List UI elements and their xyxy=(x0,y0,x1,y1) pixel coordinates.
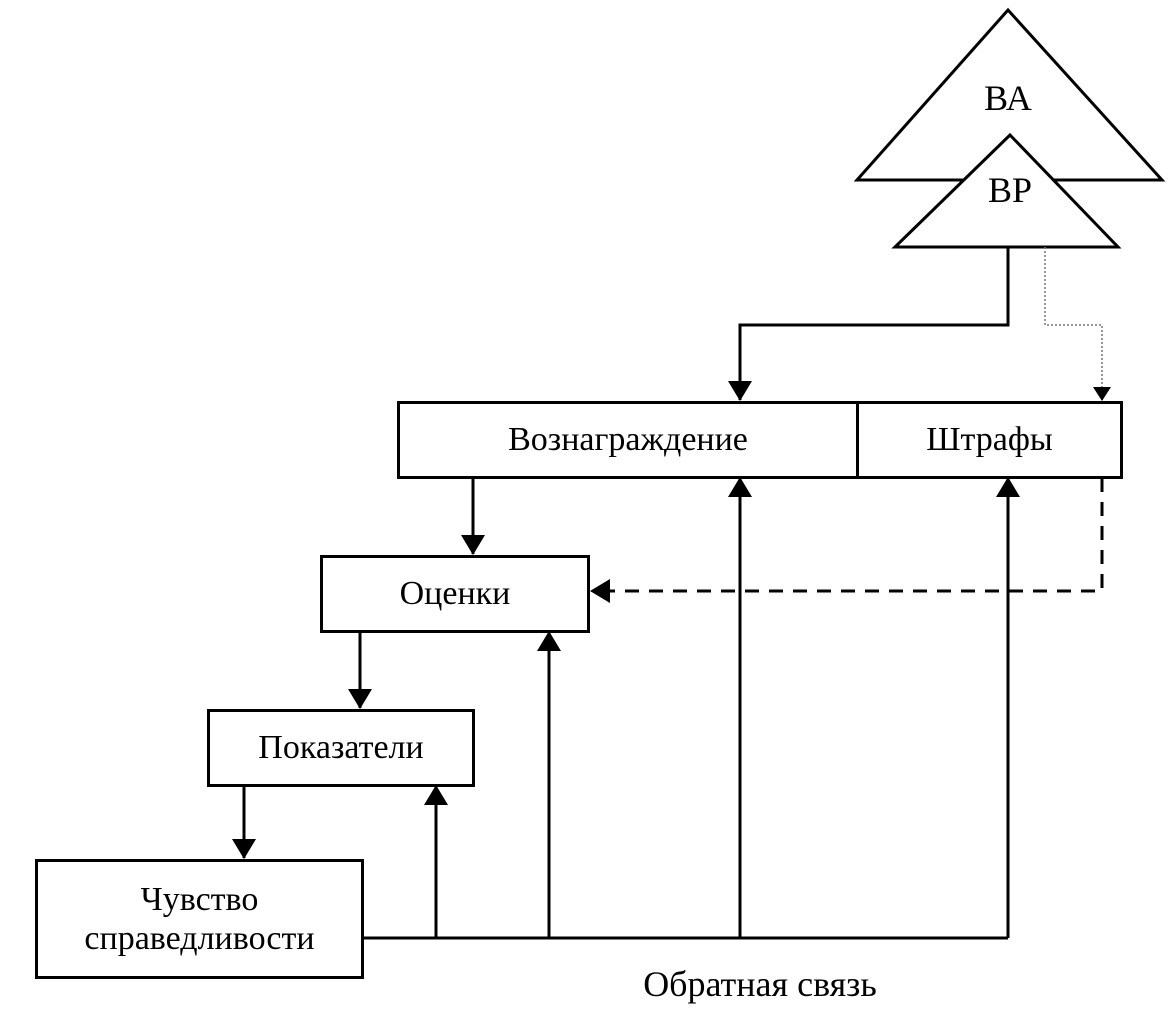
feedback-label: Обратная связь xyxy=(643,964,877,1004)
indicators-label: Показатели xyxy=(258,729,424,767)
penalties-box: Штрафы xyxy=(856,401,1123,479)
bp-label: ВР xyxy=(987,170,1033,210)
reward-box: Вознаграждение xyxy=(397,401,859,479)
reward-label: Вознаграждение xyxy=(508,421,748,459)
fairness-box: Чувство справедливости xyxy=(35,859,364,979)
arrow-penalties-to-assessments xyxy=(590,478,1104,603)
assessments-label: Оценки xyxy=(399,575,511,613)
assessments-box: Оценки xyxy=(320,555,590,633)
indicators-box: Показатели xyxy=(207,709,475,787)
fairness-label-line2: справедливости xyxy=(84,920,315,957)
ba-label: ВА xyxy=(984,78,1032,118)
penalties-label: Штрафы xyxy=(926,421,1053,459)
arrow-bp-to-penalties xyxy=(1044,247,1111,401)
arrow-bp-to-reward xyxy=(728,247,1010,401)
fairness-label-line1: Чувство xyxy=(140,880,259,918)
